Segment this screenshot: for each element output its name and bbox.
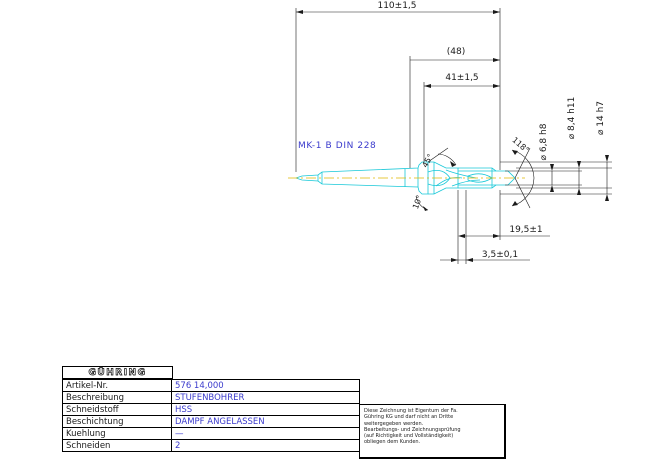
spec-key: Beschreibung [62, 391, 172, 404]
dim-dia-shank: ⌀ 14 h7 [596, 101, 606, 135]
spec-value: 2 [171, 439, 360, 452]
dim-step-length: 41±1,5 [445, 73, 478, 83]
spec-key: Schneidstoff [62, 403, 172, 416]
spec-row: Kuehlung— [62, 427, 360, 440]
spec-row: Artikel-Nr.576 14,000 [62, 379, 360, 392]
notice-line: Diese Zeichnung ist Eigentum der Fa. [364, 408, 458, 414]
spec-value: DAMPF ANGELASSEN [171, 415, 360, 428]
spec-value: HSS [171, 403, 360, 416]
notice-line: obliegen dem Kunden. [364, 439, 421, 446]
spec-value: STUFENBOHRER [171, 391, 360, 404]
dim-overall-length: 110±1,5 [377, 1, 416, 11]
angle-relief-label: 10° [411, 194, 424, 210]
dim-tip-length: 19,5±1 [509, 225, 542, 235]
spec-key: Artikel-Nr. [62, 379, 172, 392]
dim-small-step: 3,5±0,1 [482, 250, 518, 260]
spec-value: — [171, 427, 360, 440]
shank-label: MK-1 B DIN 228 [298, 141, 376, 151]
notice-line: Gühring KG und darf nicht an Dritte [364, 414, 454, 421]
logo-text: GÜHRING [88, 367, 147, 378]
spec-key: Kuehlung [62, 427, 172, 440]
dim-dia-mid: ⌀ 8,4 h11 [567, 97, 577, 140]
notice-line: (auf Richtigkeit und Vollständigkeit) [364, 433, 454, 440]
notice-line: Bearbeitungs- und Zeichnungsprüfung [364, 426, 461, 433]
ownership-notice: Diese Zeichnung ist Eigentum der Fa. Güh… [359, 404, 506, 459]
spec-key: Schneiden [62, 439, 172, 452]
dim-body-length: (48) [447, 47, 465, 57]
notice-line: weitergegeben werden. [364, 420, 424, 427]
spec-value: 576 14,000 [171, 379, 360, 392]
arrowheads [296, 10, 609, 262]
dimension-lines [295, 8, 612, 264]
angle-step-label: 45° [420, 152, 435, 169]
dim-dia-small: ⌀ 6,8 h8 [539, 123, 549, 160]
spec-key: Beschichtung [62, 415, 172, 428]
company-logo: GÜHRING [62, 366, 173, 379]
